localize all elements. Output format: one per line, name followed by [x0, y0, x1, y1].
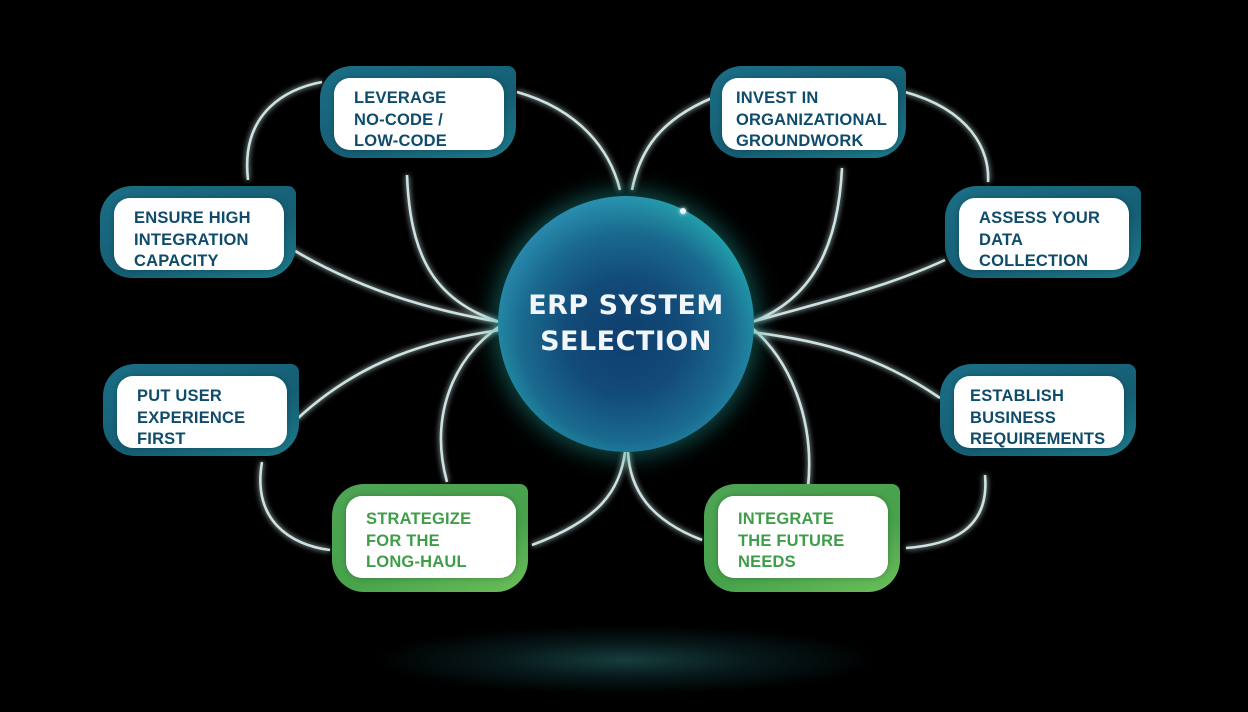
connector-invest-to-assess	[904, 90, 990, 183]
connector-establish-to-integrate	[905, 474, 987, 550]
node-assess: ASSESS YOUR DATA COLLECTION	[945, 186, 1141, 278]
connector-ensure-to-leverage	[245, 80, 323, 181]
node-integrate: INTEGRATE THE FUTURE NEEDS	[704, 484, 900, 592]
node-panel: INTEGRATE THE FUTURE NEEDS	[718, 496, 888, 578]
node-user-experience: PUT USER EXPERIENCE FIRST	[103, 364, 299, 456]
connector-user	[295, 328, 501, 421]
node-strategize: STRATEGIZE FOR THE LONG-HAUL	[332, 484, 528, 592]
node-leverage: LEVERAGE NO-CODE / LOW-CODE	[320, 66, 516, 158]
node-label: ASSESS YOUR DATA COLLECTION	[979, 209, 1101, 270]
highlight-dot	[680, 208, 686, 214]
node-label: LEVERAGE NO-CODE / LOW-CODE	[354, 89, 447, 150]
node-panel: ESTABLISH BUSINESS REQUIREMENTS	[954, 376, 1124, 448]
node-label: PUT USER EXPERIENCE FIRST	[137, 387, 246, 448]
node-label: ENSURE HIGH INTEGRATION CAPACITY	[134, 209, 251, 270]
hub-title-line1: ERP SYSTEM	[528, 290, 724, 321]
node-ensure: ENSURE HIGH INTEGRATION CAPACITY	[100, 186, 296, 278]
node-panel: INVEST IN ORGANIZATIONAL GROUNDWORK	[722, 78, 898, 150]
hub-title-line2: SELECTION	[540, 326, 712, 357]
floor-glow	[370, 625, 880, 695]
node-establish: ESTABLISH BUSINESS REQUIREMENTS	[940, 364, 1136, 456]
node-panel: PUT USER EXPERIENCE FIRST	[117, 376, 287, 448]
node-invest: INVEST IN ORGANIZATIONAL GROUNDWORK	[710, 66, 906, 158]
node-panel: STRATEGIZE FOR THE LONG-HAUL	[346, 496, 516, 578]
node-label: INVEST IN ORGANIZATIONAL GROUNDWORK	[736, 89, 887, 150]
node-label: INTEGRATE THE FUTURE NEEDS	[738, 510, 845, 571]
node-panel: LEVERAGE NO-CODE / LOW-CODE	[334, 78, 504, 150]
node-panel: ASSESS YOUR DATA COLLECTION	[959, 198, 1129, 270]
node-label: ESTABLISH BUSINESS REQUIREMENTS	[970, 387, 1106, 448]
central-hub: ERP SYSTEM SELECTION	[498, 196, 754, 452]
node-panel: ENSURE HIGH INTEGRATION CAPACITY	[114, 198, 284, 270]
node-label: STRATEGIZE FOR THE LONG-HAUL	[366, 510, 472, 571]
connector-ensure	[289, 246, 501, 324]
connector-user-to-strategize	[259, 461, 331, 552]
